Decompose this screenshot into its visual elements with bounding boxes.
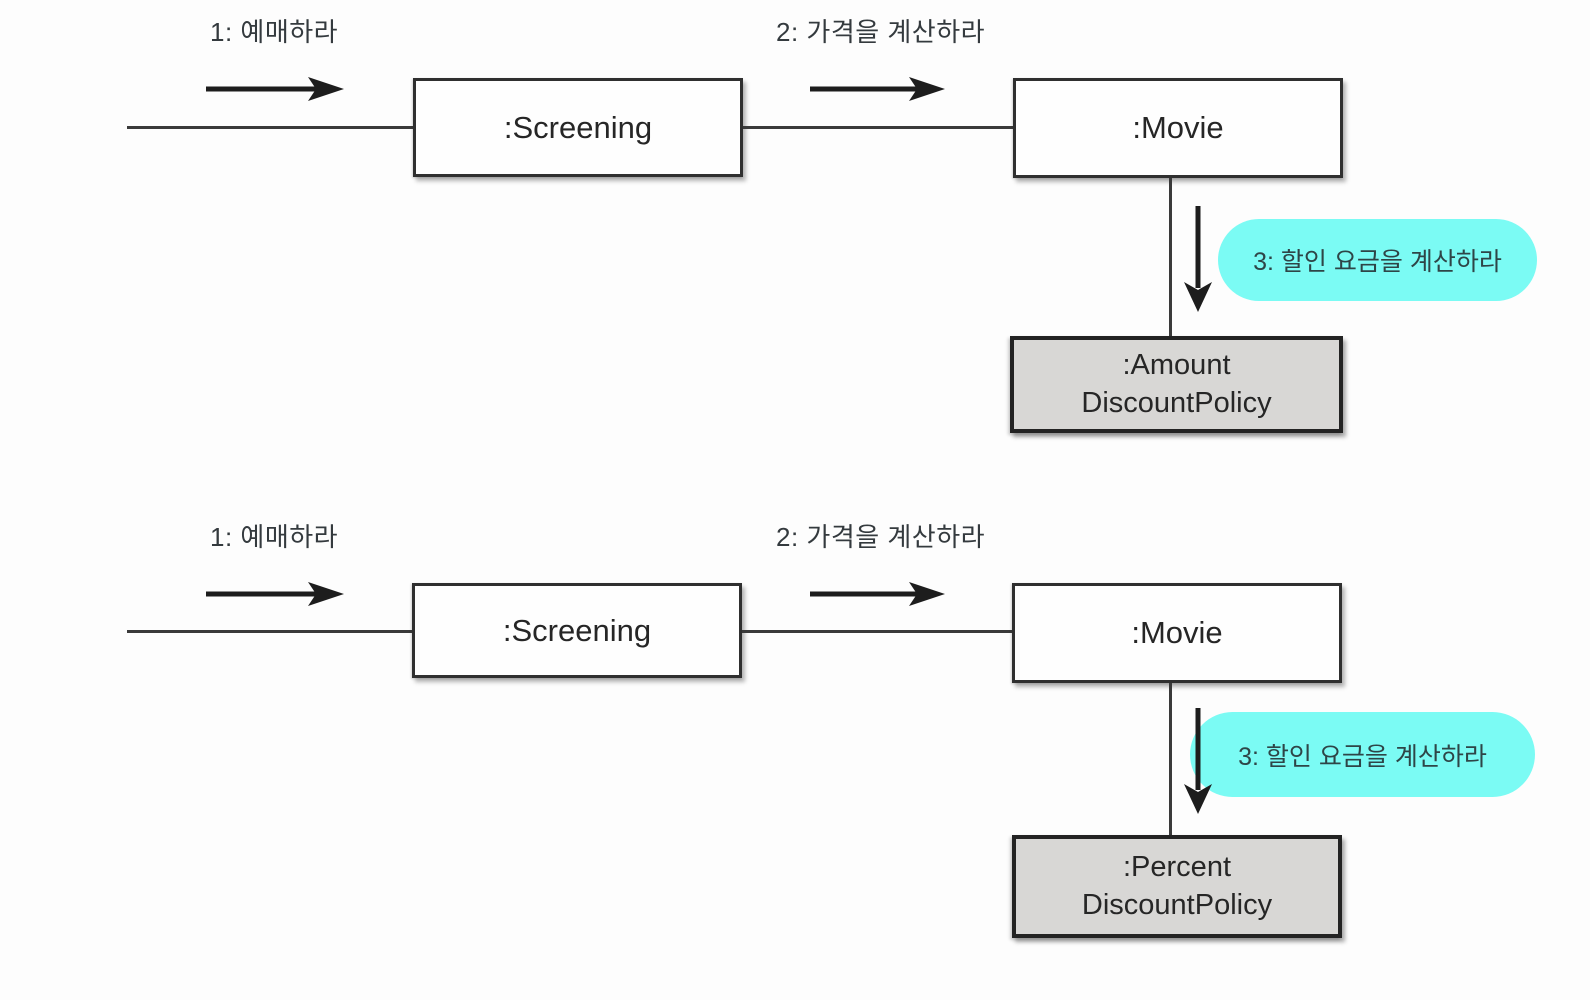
incoming-link-line (127, 126, 413, 129)
movie-policy-link-line (1169, 178, 1172, 336)
message-2-arrow-icon (810, 582, 945, 606)
message-1-label: 1: 예매하라 (210, 522, 339, 552)
screening-object-label: :Screening (502, 612, 652, 648)
amount-discount-policy-object: :Amount DiscountPolicy (1010, 336, 1343, 433)
policy-object-label-line2: DiscountPolicy (1081, 888, 1273, 921)
message-2-label: 2: 가격을 계산하라 (776, 17, 986, 47)
percent-discount-policy-object: :Percent DiscountPolicy (1012, 835, 1342, 938)
screening-object: :Screening (412, 583, 742, 678)
message-1-arrow-icon (206, 77, 344, 101)
message-3-label: 3: 할인 요금을 계산하라 (1253, 248, 1502, 276)
movie-object: :Movie (1012, 583, 1342, 683)
screening-object-label: :Screening (503, 109, 653, 145)
message-3-label: 3: 할인 요금을 계산하라 (1238, 742, 1487, 771)
message-3-highlight: 3: 할인 요금을 계산하라 (1190, 712, 1535, 797)
policy-object-label-line2: DiscountPolicy (1081, 386, 1272, 419)
movie-object-label: :Movie (1132, 110, 1224, 145)
screening-movie-link-line (742, 630, 1012, 633)
message-3-highlight: 3: 할인 요금을 계산하라 (1218, 219, 1537, 301)
message-2-label: 2: 가격을 계산하라 (776, 522, 986, 552)
message-3-arrow-icon (1184, 708, 1212, 814)
movie-object-label: :Movie (1131, 615, 1223, 650)
policy-object-label-line1: :Amount (1122, 348, 1231, 381)
movie-object: :Movie (1013, 78, 1343, 178)
message-3-arrow-icon (1184, 206, 1212, 312)
screening-object: :Screening (413, 78, 743, 177)
policy-object-label-line1: :Percent (1123, 850, 1231, 883)
message-1-arrow-icon (206, 582, 344, 606)
movie-policy-link-line (1169, 683, 1172, 835)
screening-movie-link-line (743, 126, 1013, 129)
message-1-label: 1: 예매하라 (210, 17, 339, 47)
message-2-arrow-icon (810, 77, 945, 101)
incoming-link-line (127, 630, 412, 633)
